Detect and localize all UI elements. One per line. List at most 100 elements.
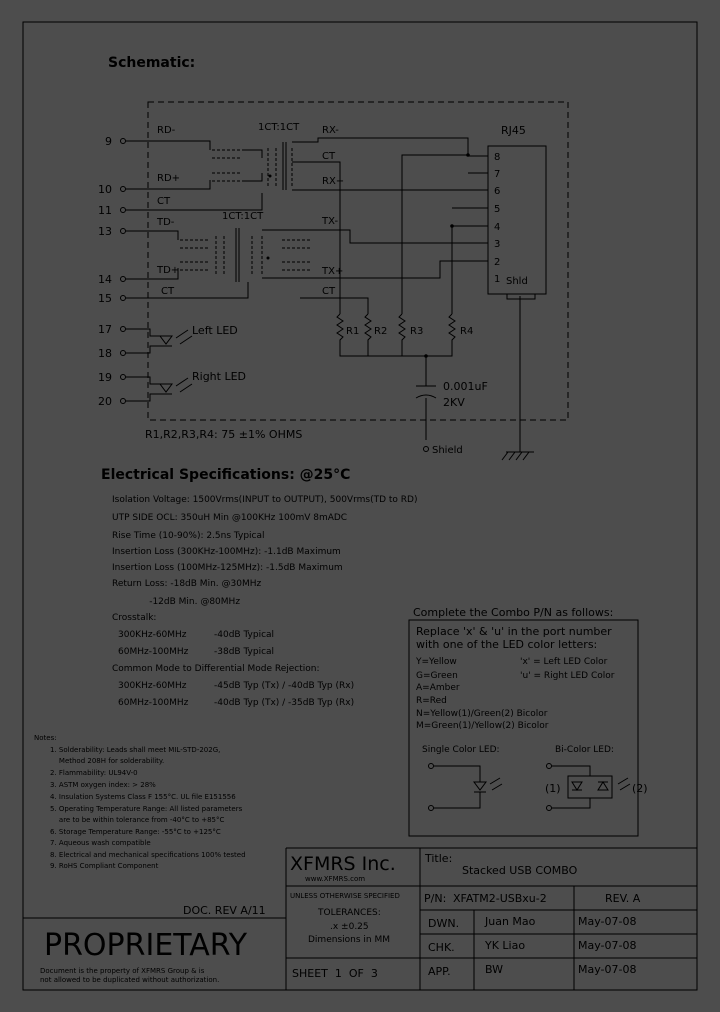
pin-14: 14 bbox=[98, 273, 112, 286]
disclaimer-line-2: not allowed to be duplicated without aut… bbox=[40, 976, 219, 984]
signal-ct-right-rx: CT bbox=[322, 151, 336, 162]
title-value: Stacked USB COMBO bbox=[462, 864, 578, 877]
led-symbols bbox=[159, 329, 193, 395]
legend-left: 'x' = Left LED Color bbox=[520, 657, 608, 667]
signal-tx-plus: TX+ bbox=[321, 266, 343, 277]
company-logo: XFMRS Inc. bbox=[290, 853, 396, 875]
cmdm-range: 60MHz-100MHz bbox=[118, 698, 189, 708]
spec-line: Return Loss: -18dB Min. @30MHz bbox=[112, 579, 261, 589]
title-label: Title: bbox=[424, 852, 452, 865]
part-number-label: P/N: bbox=[424, 892, 446, 905]
capacitor-voltage: 2KV bbox=[443, 396, 465, 409]
rj45-pin-5: 5 bbox=[494, 204, 500, 215]
tolerance-value: .x ±0.25 bbox=[330, 922, 369, 932]
right-led-label: Right LED bbox=[192, 370, 246, 383]
sheet-border bbox=[22, 21, 698, 991]
note-item: are to be within tolerance from -40°C to… bbox=[50, 816, 224, 824]
proprietary-label: PROPRIETARY bbox=[44, 928, 248, 963]
capacitor-value: 0.001uF bbox=[443, 380, 488, 393]
left-pin-numbers: 9 10 11 13 14 15 17 18 19 20 bbox=[98, 135, 112, 408]
color-item: N=Yellow(1)/Green(2) Bicolor bbox=[416, 709, 548, 719]
signal-ct-tx: CT bbox=[161, 286, 175, 297]
rj45-pin-8: 8 bbox=[494, 152, 500, 163]
combo-title: Complete the Combo P/N as follows: bbox=[413, 606, 613, 619]
pin-18: 18 bbox=[98, 347, 112, 360]
resistor-note: R1,R2,R3,R4: 75 ±1% OHMS bbox=[145, 428, 302, 441]
pin-terminals bbox=[120, 138, 126, 404]
schematic-title: Schematic: bbox=[108, 55, 195, 71]
cmdm-title: Common Mode to Differential Mode Rejecti… bbox=[112, 664, 320, 674]
spec-line: Insertion Loss (300KHz-100MHz): -1.1dB M… bbox=[112, 547, 341, 557]
note-item: 9. RoHS Compliant Component bbox=[50, 862, 159, 870]
rj45-pin-1: 1 bbox=[494, 274, 500, 285]
rj45-pin-2: 2 bbox=[494, 257, 500, 268]
electrical-spec-lines: Isolation Voltage: 1500Vrms(INPUT to OUT… bbox=[112, 495, 417, 607]
signal-td-minus: TD- bbox=[156, 217, 175, 228]
revision: REV. A bbox=[605, 892, 641, 905]
legend-right: 'u' = Right LED Color bbox=[520, 671, 615, 681]
disclaimer-line-1: Document is the property of XFMRS Group … bbox=[40, 967, 205, 975]
single-led-label: Single Color LED: bbox=[422, 745, 500, 755]
crosstalk-range: 300KHz-60MHz bbox=[118, 630, 187, 640]
row-date: May-07-08 bbox=[578, 939, 636, 952]
note-item: 3. ASTM oxygen index: > 28% bbox=[50, 781, 156, 789]
signal-ct-rx: CT bbox=[157, 196, 171, 207]
cmdm-range: 300KHz-60MHz bbox=[118, 681, 187, 691]
pin-17: 17 bbox=[98, 323, 112, 336]
pin-10: 10 bbox=[98, 183, 112, 196]
pin-15: 15 bbox=[98, 292, 112, 305]
right-wires bbox=[262, 137, 521, 452]
single-led-diagram bbox=[428, 763, 503, 811]
transformer-rx bbox=[212, 142, 293, 190]
rj45-shield-pin: Shld bbox=[506, 276, 528, 287]
color-item: M=Green(1)/Yellow(2) Bicolor bbox=[416, 721, 549, 731]
row-label: DWN. bbox=[428, 917, 459, 930]
color-item: G=Green bbox=[416, 671, 458, 681]
rj45-shield-tab bbox=[506, 293, 536, 300]
signal-td-plus: TD+ bbox=[156, 265, 179, 276]
crosstalk-range: 60MHz-100MHz bbox=[118, 647, 189, 657]
color-item: R=Red bbox=[416, 696, 447, 706]
spec-line: UTP SIDE OCL: 350uH Min @100KHz 100mV 8m… bbox=[112, 513, 347, 523]
signal-rx-plus: RX+ bbox=[322, 176, 344, 187]
doc-revision: DOC. REV A/11 bbox=[183, 904, 266, 917]
notes-title: Notes: bbox=[34, 734, 57, 742]
row-name: Juan Mao bbox=[484, 915, 536, 928]
row-label: CHK. bbox=[428, 941, 455, 954]
note-item: 8. Electrical and mechanical specificati… bbox=[50, 851, 246, 859]
signal-rd-minus: RD- bbox=[157, 125, 176, 136]
pin-11: 11 bbox=[98, 204, 112, 217]
schematic-boundary bbox=[147, 101, 569, 421]
crosstalk-title: Crosstalk: bbox=[112, 613, 156, 623]
cmdm-value: -45dB Typ (Tx) / -40dB Typ (Rx) bbox=[214, 681, 354, 691]
rj45-label: RJ45 bbox=[501, 124, 526, 137]
color-item: Y=Yellow bbox=[415, 657, 457, 667]
part-number-value: XFATM2-USBxu-2 bbox=[453, 892, 547, 905]
row-date: May-07-08 bbox=[578, 915, 636, 928]
sheet-number: SHEET 1 OF 3 bbox=[292, 967, 378, 980]
row-name: YK Liao bbox=[484, 939, 525, 952]
junction-dots bbox=[424, 153, 470, 358]
bicolor-pin-1: (1) bbox=[545, 782, 561, 795]
bicolor-led-diagram bbox=[546, 763, 631, 811]
shield-terminal bbox=[423, 446, 429, 452]
crosstalk-value: -38dB Typical bbox=[214, 647, 274, 657]
title-block-grid bbox=[23, 847, 697, 990]
spec-line: Isolation Voltage: 1500Vrms(INPUT to OUT… bbox=[112, 495, 417, 505]
note-item: Method 208H for solderability. bbox=[50, 757, 164, 765]
note-item: 7. Aqueous wash compatible bbox=[50, 839, 151, 847]
note-item: 6. Storage Temperature Range: -55°C to +… bbox=[50, 828, 221, 836]
resistor-r4-label: R4 bbox=[460, 326, 473, 337]
rj45-pin-numbers: 8 7 6 5 4 3 2 1 Shld bbox=[494, 152, 528, 287]
shield-label: Shield bbox=[432, 445, 463, 456]
spec-line: -12dB Min. @80MHz bbox=[112, 597, 240, 607]
rj45-pin-4: 4 bbox=[494, 222, 500, 233]
cmdm-value: -40dB Typ (Tx) / -35dB Typ (Rx) bbox=[214, 698, 354, 708]
bicolor-pin-2: (2) bbox=[632, 782, 648, 795]
spec-line: Rise Time (10-90%): 2.5ns Typical bbox=[112, 531, 265, 541]
resistors bbox=[336, 313, 456, 344]
color-item: A=Amber bbox=[416, 683, 460, 693]
capacitor-symbol bbox=[415, 385, 437, 399]
crosstalk-value: -40dB Typical bbox=[214, 630, 274, 640]
